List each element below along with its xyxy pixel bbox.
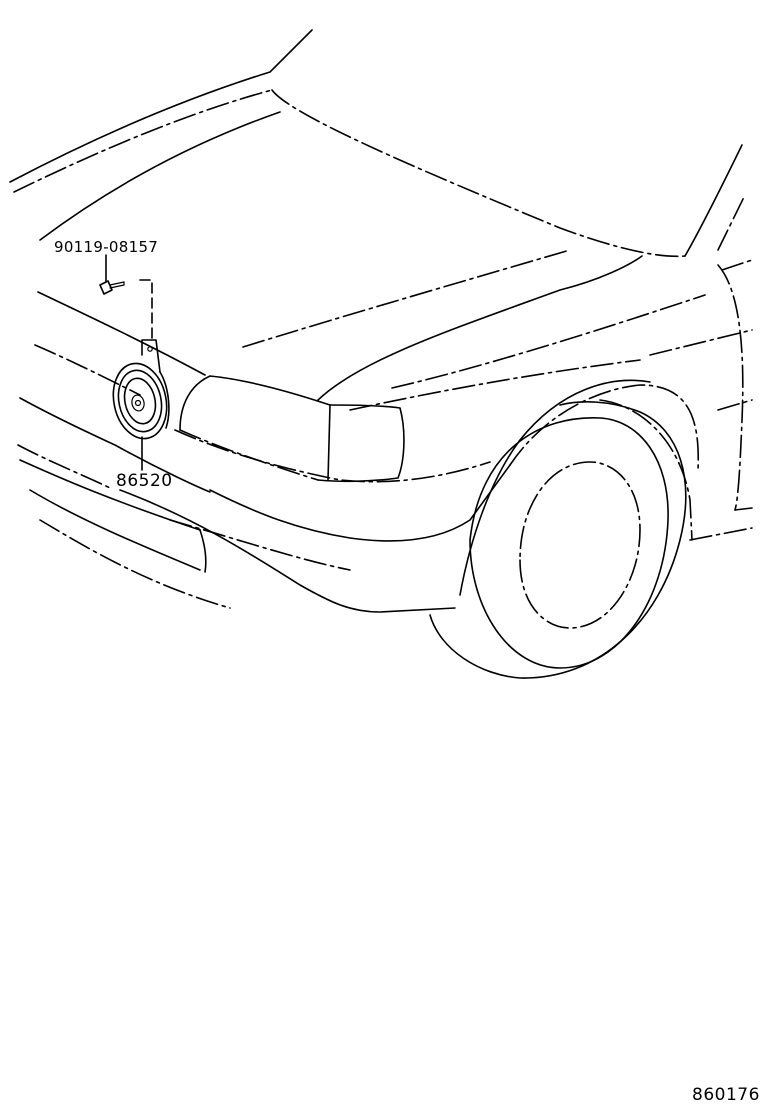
bolt-part-number: 90119-08157 bbox=[54, 238, 158, 256]
horn-assembly bbox=[112, 279, 170, 471]
bolt-icon bbox=[99, 254, 125, 295]
car-body-outline bbox=[9, 29, 753, 679]
figure-code: 860176 bbox=[692, 1085, 760, 1105]
horn-part-number: 86520 bbox=[116, 471, 173, 491]
